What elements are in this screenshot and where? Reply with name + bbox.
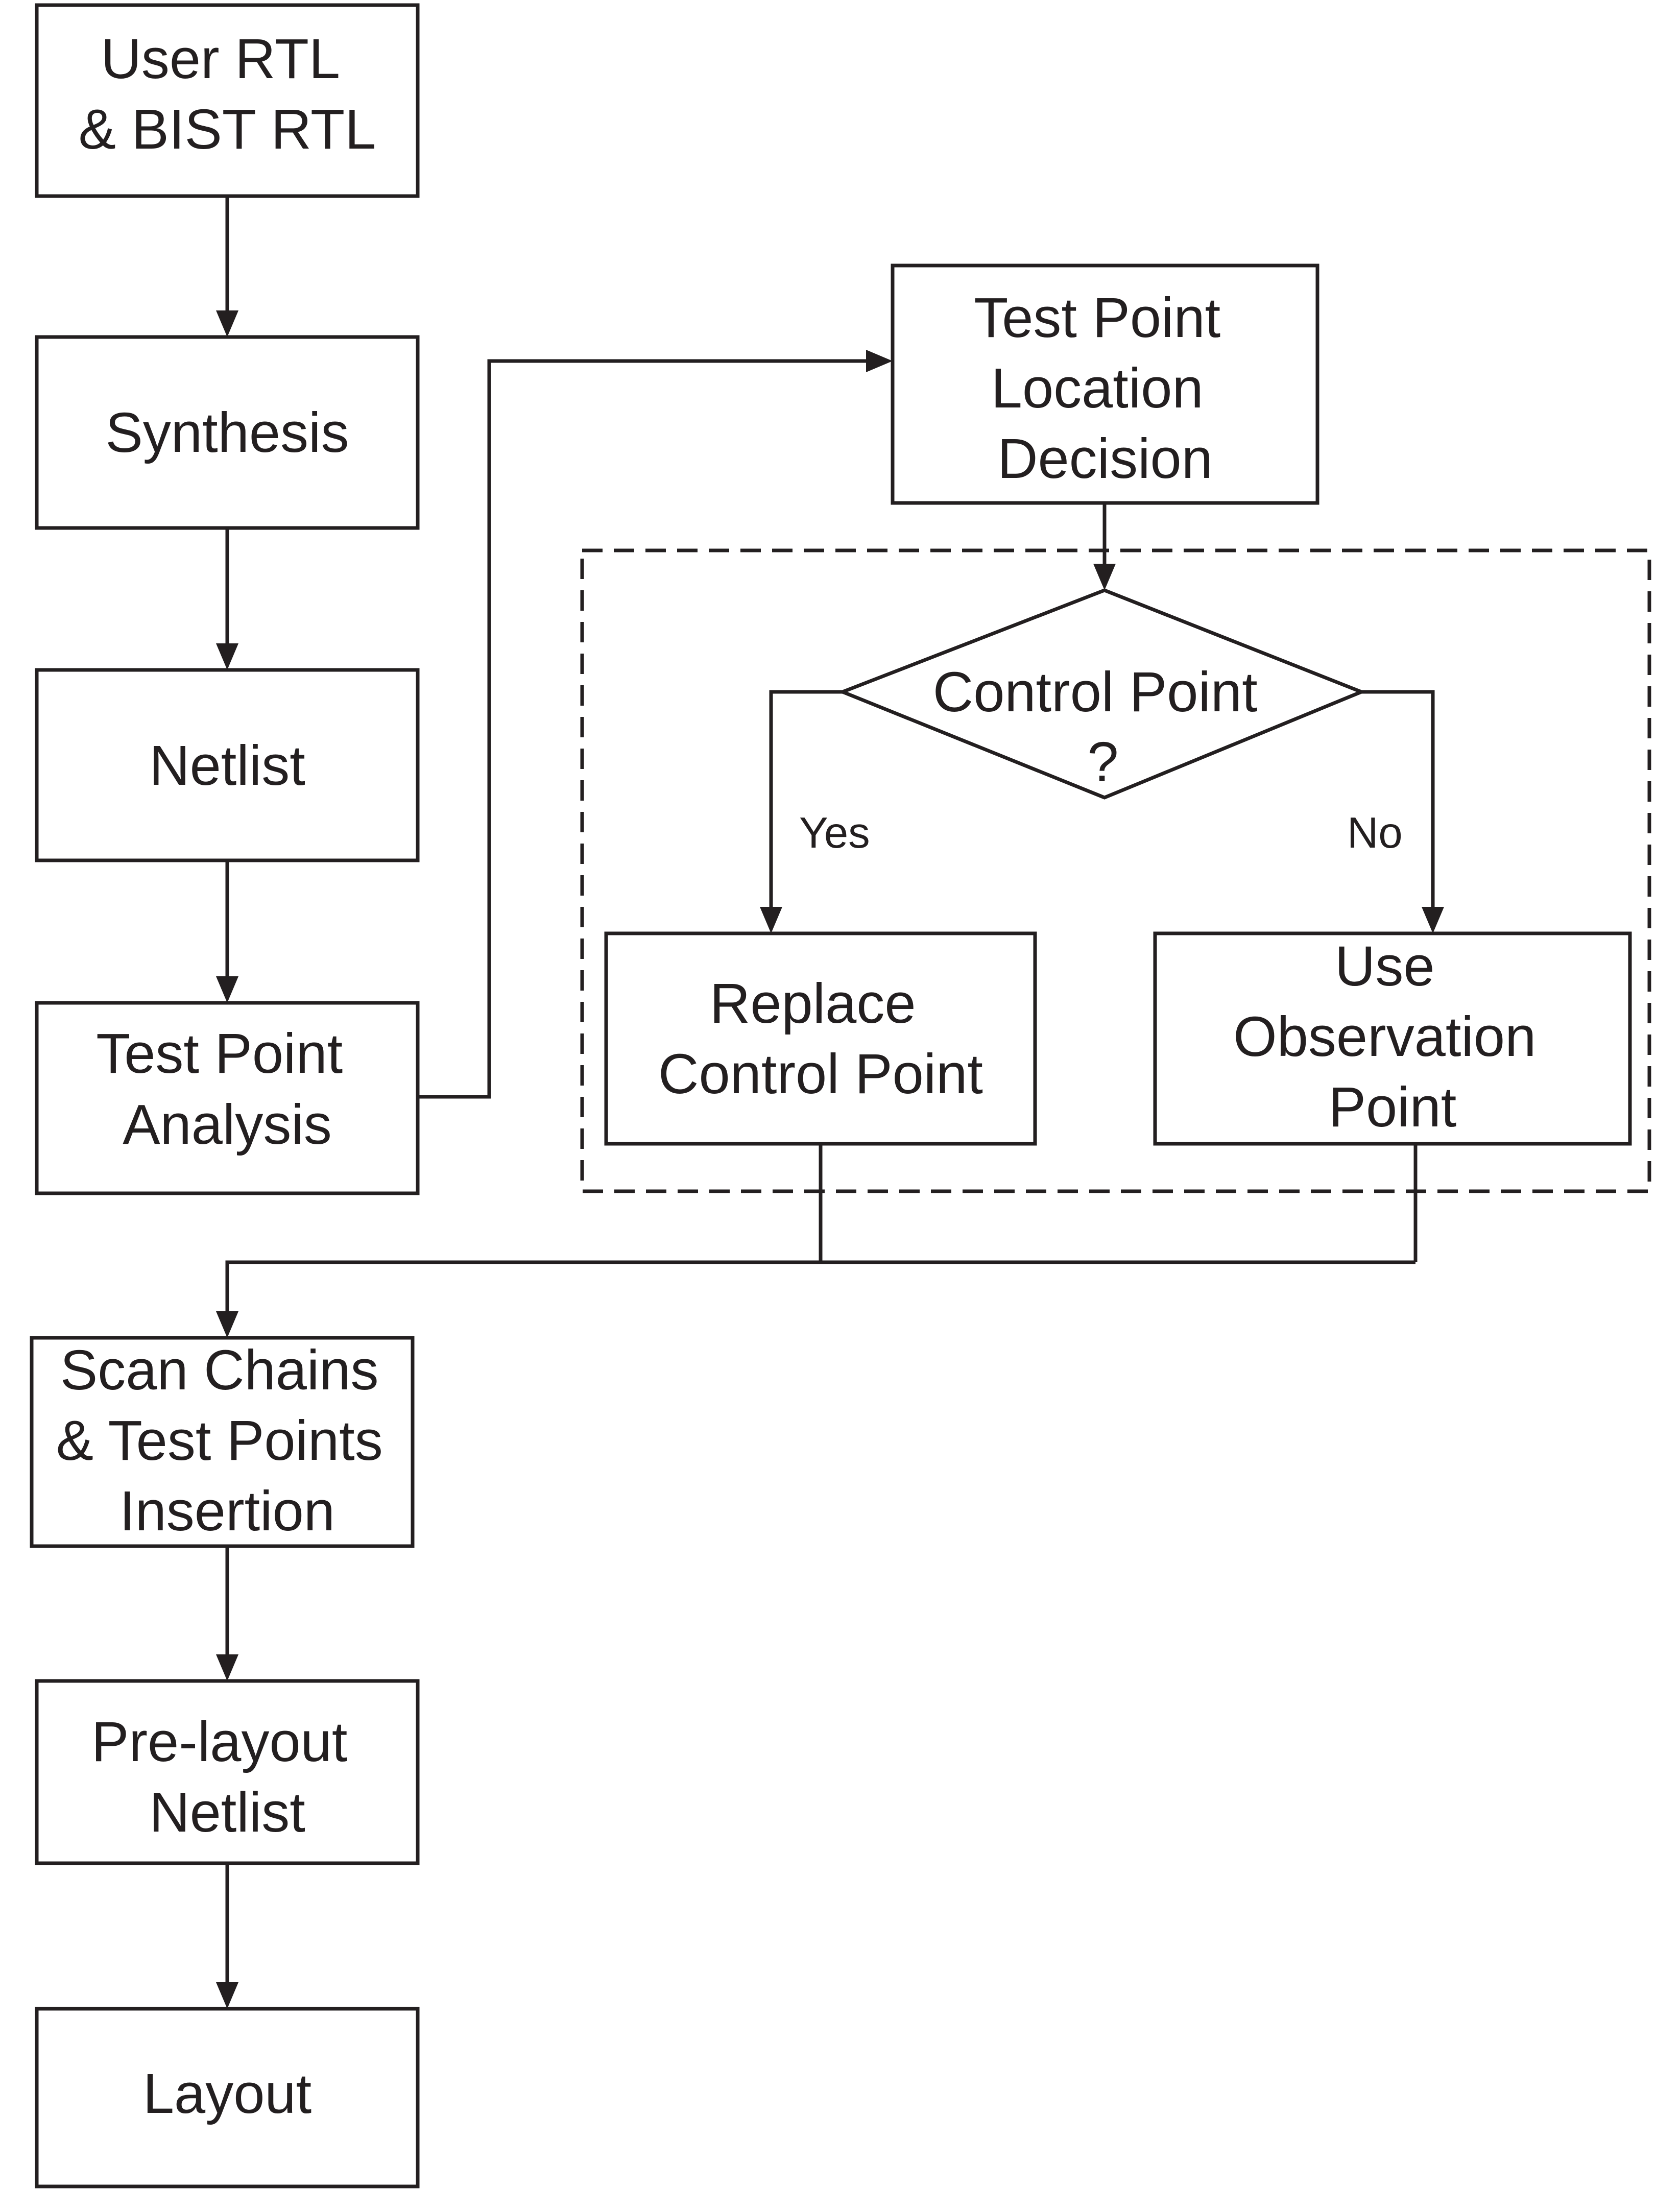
connectors bbox=[216, 196, 1444, 2009]
label-line: Insertion bbox=[119, 1480, 335, 1543]
node-label: Netlist bbox=[149, 734, 305, 797]
node-prelayout-netlist: Pre-layout Netlist bbox=[35, 1679, 420, 1865]
node-user-rtl: User RTL & BIST RTL bbox=[35, 3, 420, 198]
label-line: Location bbox=[991, 357, 1204, 420]
arrowhead bbox=[216, 1982, 238, 2009]
label-line: ? bbox=[1087, 731, 1118, 793]
edge-label-no: No bbox=[1347, 809, 1403, 857]
node-label: Control Point ? bbox=[933, 661, 1273, 793]
arrowhead bbox=[216, 1654, 238, 1681]
label-line: Use bbox=[1335, 935, 1435, 998]
node-label: Test Point Location Decision bbox=[974, 286, 1236, 490]
node-control-point-decision: Control Point ? bbox=[837, 588, 1366, 800]
node-label: Replace Control Point bbox=[658, 972, 983, 1105]
arrowhead bbox=[216, 976, 238, 1003]
arrowhead bbox=[216, 310, 238, 337]
arrow-merge-to-scan bbox=[225, 1260, 1415, 1315]
label-line: Observation bbox=[1233, 1005, 1536, 1068]
arrow-no-branch bbox=[1361, 690, 1435, 911]
label-line: Replace bbox=[710, 972, 916, 1035]
label-line: Test Point bbox=[974, 286, 1220, 349]
node-label: Test Point Analysis bbox=[96, 1022, 358, 1156]
node-label: Pre-layout Netlist bbox=[91, 1711, 363, 1844]
node-label: Use Observation Point bbox=[1233, 935, 1552, 1139]
label-line: Test Point bbox=[96, 1022, 343, 1085]
arrowhead bbox=[866, 350, 893, 372]
edge-label-yes: Yes bbox=[799, 809, 870, 857]
arrowhead bbox=[1093, 564, 1116, 590]
label-line: Synthesis bbox=[106, 401, 349, 464]
label-line: & Test Points bbox=[56, 1409, 383, 1472]
node-label: Scan Chains & Test Points Insertion bbox=[56, 1339, 399, 1543]
node-label: Layout bbox=[143, 2062, 311, 2125]
label-line: User RTL bbox=[101, 28, 338, 90]
node-test-point-analysis: Test Point Analysis bbox=[35, 1001, 420, 1195]
label-line: Scan Chains bbox=[60, 1339, 379, 1402]
label-line: Control Point bbox=[933, 661, 1258, 724]
label-line: Control Point bbox=[658, 1043, 983, 1105]
node-label: Synthesis bbox=[106, 401, 349, 464]
node-synthesis: Synthesis bbox=[35, 335, 420, 530]
label-line: Point bbox=[1329, 1076, 1457, 1139]
arrowhead bbox=[216, 643, 238, 670]
node-netlist: Netlist bbox=[35, 668, 420, 862]
node-test-point-location-decision: Test Point Location Decision bbox=[891, 263, 1319, 505]
node-replace-control-point: Replace Control Point bbox=[604, 931, 1037, 1146]
label-line: & BIST RTL bbox=[79, 98, 376, 161]
label-line: Netlist bbox=[149, 734, 305, 797]
node-layout: Layout bbox=[35, 2007, 420, 2188]
label-line: Layout bbox=[143, 2062, 311, 2125]
arrowhead bbox=[760, 907, 782, 933]
label-line: Analysis bbox=[123, 1093, 332, 1156]
arrow-yes-branch bbox=[769, 690, 843, 911]
label-line: Decision bbox=[997, 427, 1213, 490]
node-label: User RTL & BIST RTL bbox=[79, 28, 376, 161]
arrow-analysis-to-location bbox=[418, 359, 869, 1099]
label-line: Netlist bbox=[149, 1781, 305, 1844]
arrowhead bbox=[216, 1311, 238, 1338]
label-line: Pre-layout bbox=[91, 1711, 347, 1773]
arrowhead bbox=[1422, 907, 1444, 933]
node-scan-chains-insertion: Scan Chains & Test Points Insertion bbox=[30, 1336, 415, 1548]
node-use-observation-point: Use Observation Point bbox=[1153, 931, 1632, 1146]
